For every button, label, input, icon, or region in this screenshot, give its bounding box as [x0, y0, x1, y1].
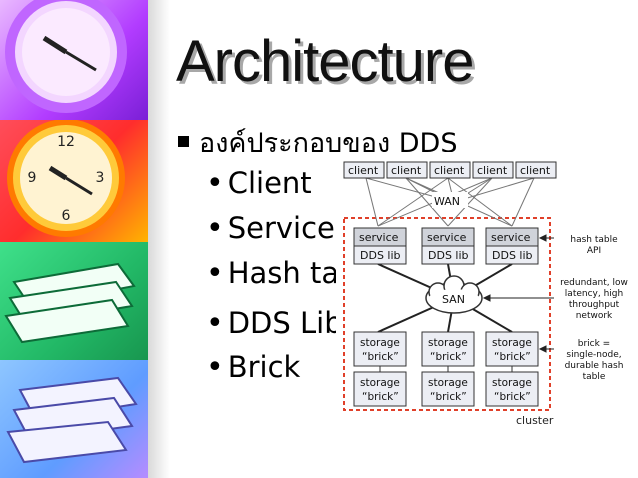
svg-text:storage: storage [360, 377, 400, 389]
svg-text:hash table: hash table [570, 235, 618, 245]
svg-text:9: 9 [28, 170, 37, 186]
client-label: client [520, 164, 551, 177]
svg-text:“brick”: “brick” [430, 391, 467, 403]
svg-text:storage: storage [428, 337, 468, 349]
sub-bullet: •Hash tal [206, 256, 348, 291]
svg-text:network: network [576, 311, 613, 321]
client-box [343, 161, 385, 179]
svg-text:“brick”: “brick” [494, 351, 531, 363]
paper-stack-image [0, 242, 148, 360]
svg-text:durable hash: durable hash [565, 361, 624, 371]
dds-lib-label: DDS lib [428, 249, 469, 262]
svg-text:storage: storage [360, 337, 400, 349]
service-label: service [359, 231, 399, 244]
sub-bullet: •DDS Lib [206, 306, 343, 341]
paper-stack-image-2 [0, 360, 148, 478]
sub-bullet: •Client [206, 166, 312, 201]
storage-brick [485, 371, 539, 407]
svg-text:“brick”: “brick” [362, 351, 399, 363]
purple-clock-image [0, 0, 148, 120]
dds-lib-label: DDS lib [492, 249, 533, 262]
svg-text:single-node,: single-node, [566, 350, 621, 360]
decorative-image-strip: 12 3 6 9 [0, 0, 148, 478]
slide-title: Architecture [176, 29, 474, 94]
service-label: service [491, 231, 531, 244]
svg-text:latency, high: latency, high [565, 289, 623, 299]
sub-bullet: •Service [206, 211, 335, 246]
svg-text:“brick”: “brick” [430, 351, 467, 363]
svg-text:table: table [583, 372, 606, 382]
svg-text:“brick”: “brick” [494, 391, 531, 403]
wan-label: WAN [434, 195, 460, 208]
client-box [515, 161, 557, 179]
svg-text:redundant, low: redundant, low [560, 278, 628, 288]
client-box [386, 161, 428, 179]
svg-text:throughput: throughput [569, 300, 620, 310]
sub-bullet: •Brick [206, 350, 301, 385]
cluster-border [343, 217, 551, 411]
storage-brick [421, 371, 475, 407]
svg-text:brick =: brick = [578, 339, 610, 349]
client-label: client [477, 164, 508, 177]
cluster-label: cluster [516, 414, 554, 427]
storage-brick [353, 371, 407, 407]
storage-brick [485, 331, 539, 367]
svg-text:3: 3 [96, 170, 105, 186]
dds-lib-label: DDS lib [360, 249, 401, 262]
orange-clock-image: 12 3 6 9 [0, 120, 148, 242]
strip-shadow [148, 0, 170, 478]
svg-text:12: 12 [57, 134, 75, 150]
svg-text:API: API [587, 246, 601, 256]
storage-brick [421, 331, 475, 367]
svg-text:“brick”: “brick” [362, 391, 399, 403]
svg-text:6: 6 [62, 208, 71, 224]
san-cloud-icon [425, 275, 483, 314]
svg-text:storage: storage [492, 377, 532, 389]
client-box [472, 161, 514, 179]
square-bullet-icon [178, 136, 189, 147]
client-label: client [434, 164, 465, 177]
svg-text:storage: storage [492, 337, 532, 349]
client-label: client [348, 164, 379, 177]
architecture-diagram: cluster WAN client client client client … [336, 152, 636, 432]
svg-text:storage: storage [428, 377, 468, 389]
client-box [429, 161, 471, 179]
service-label: service [427, 231, 467, 244]
client-label: client [391, 164, 422, 177]
san-label: SAN [442, 293, 465, 306]
